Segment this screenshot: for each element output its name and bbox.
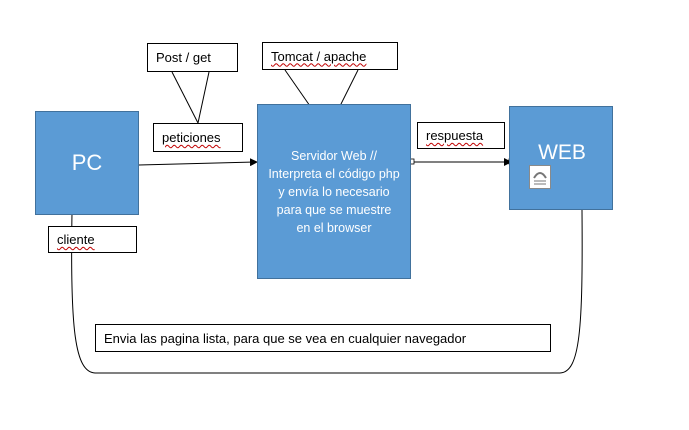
- post-get-label: Post / get: [147, 43, 238, 72]
- pc-node: PC: [35, 111, 139, 215]
- pc-to-server-arrow: [138, 158, 258, 167]
- post-get-pointer: [171, 71, 199, 124]
- return-loop: [71, 209, 583, 374]
- web-node: WEB: [509, 106, 613, 210]
- post-get-pointer: [197, 71, 210, 124]
- peticiones-label: peticiones: [153, 123, 243, 152]
- server-node: Servidor Web // Interpreta el código php…: [257, 104, 411, 279]
- respuesta-label: respuesta: [417, 122, 505, 149]
- tomcat-pointer: [284, 69, 311, 107]
- pc-label: PC: [71, 150, 103, 175]
- envia-label: Envia las pagina lista, para que se vea …: [95, 324, 551, 352]
- server-label: Servidor Web // Interpreta el código php…: [268, 148, 400, 235]
- web-label: WEB: [538, 141, 586, 164]
- tomcat-label: Tomcat / apache: [262, 42, 398, 70]
- cliente-label: cliente: [48, 226, 137, 253]
- document-icon: [529, 165, 551, 189]
- tomcat-pointer: [339, 69, 359, 107]
